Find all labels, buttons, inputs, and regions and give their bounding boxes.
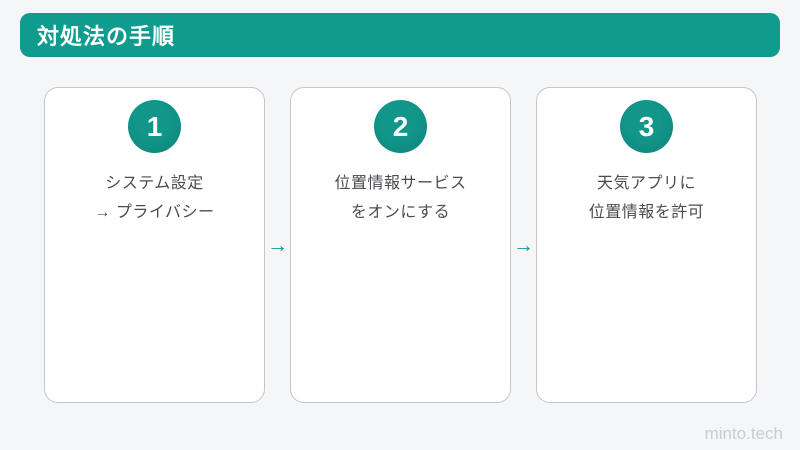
step-text-3: 天気アプリに 位置情報を許可 xyxy=(589,169,705,227)
header-bar: 対処法の手順 xyxy=(20,13,780,57)
step-line: → プライバシー xyxy=(94,204,215,221)
arrow-right-icon: → xyxy=(267,233,288,257)
steps-row: 1 システム設定 → プライバシー → 2 位置情報サービス をオンにする → … xyxy=(44,87,758,403)
step-line: 位置情報サービス xyxy=(334,175,467,192)
step-number-badge-1: 1 xyxy=(128,100,181,153)
step-number-badge-2: 2 xyxy=(374,100,427,153)
step-text-1: システム設定 → プライバシー xyxy=(94,169,214,227)
step-number-badge-3: 3 xyxy=(620,100,673,153)
step-card-1: 1 システム設定 → プライバシー xyxy=(44,87,265,403)
step-line: 天気アプリに xyxy=(596,175,696,192)
step-text-2: 位置情報サービス をオンにする xyxy=(334,169,466,227)
page-title: 対処法の手順 xyxy=(37,24,176,49)
step-line: 位置情報を許可 xyxy=(588,204,705,221)
step-number-3: 3 xyxy=(638,110,655,142)
step-card-3: 3 天気アプリに 位置情報を許可 xyxy=(536,87,757,403)
step-line: システム設定 xyxy=(105,175,204,192)
arrow-right-icon: → xyxy=(513,233,534,257)
step-number-2: 2 xyxy=(392,110,409,142)
step-card-2: 2 位置情報サービス をオンにする xyxy=(290,87,511,403)
step-line: をオンにする xyxy=(350,204,451,221)
arrow-cell-1: → xyxy=(265,87,290,403)
arrow-cell-2: → xyxy=(511,87,536,403)
watermark: minto.tech xyxy=(704,424,783,443)
step-number-1: 1 xyxy=(146,110,163,142)
